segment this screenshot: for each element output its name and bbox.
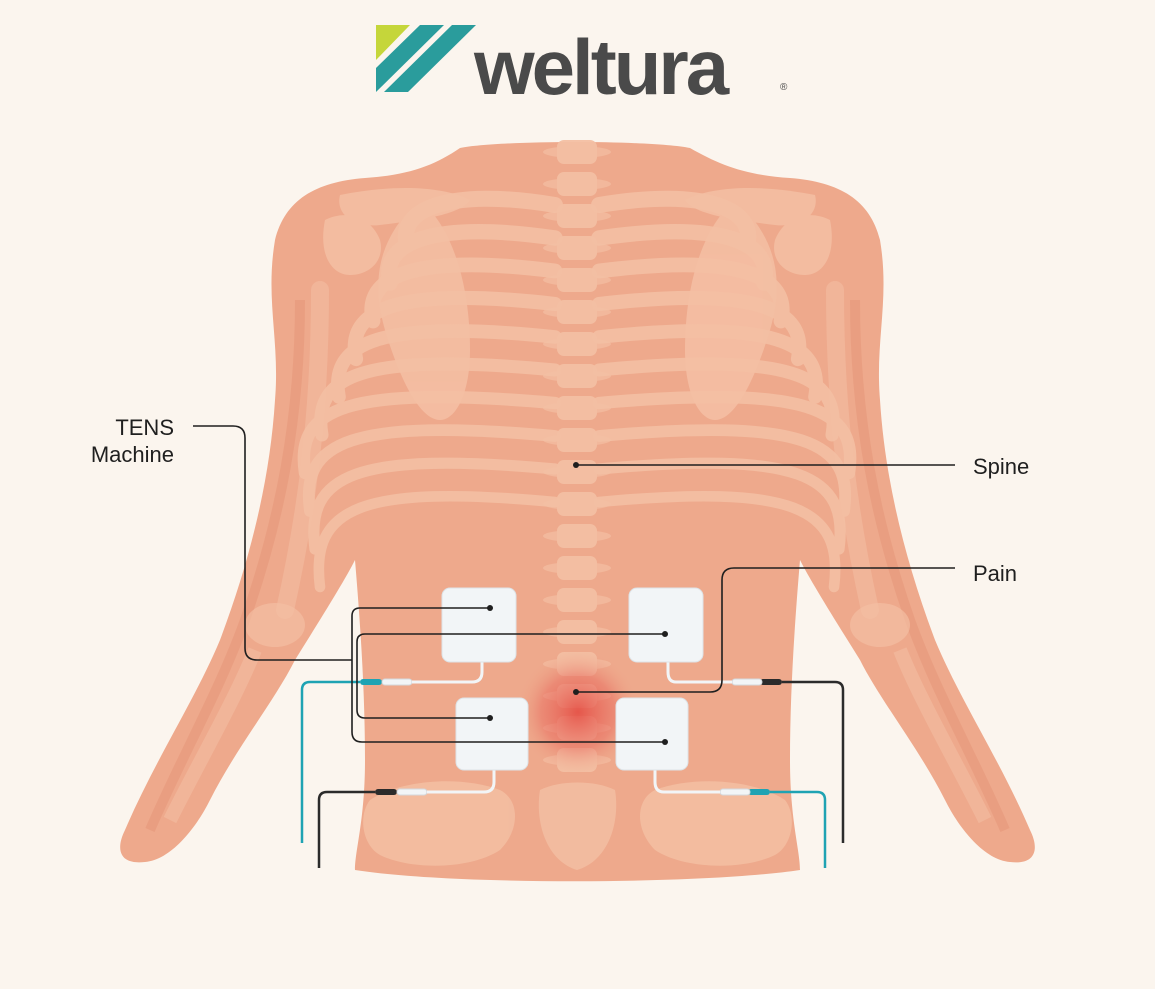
rib [591, 190, 757, 253]
vertebra-process [543, 370, 611, 382]
rib [591, 290, 807, 367]
vertebra-process [543, 338, 611, 350]
label-pain: Pain [973, 561, 1018, 586]
vertebra-process [543, 274, 611, 286]
pain-area [516, 650, 640, 774]
vertebra-process [543, 530, 611, 542]
label-tens-line1: TENS [115, 415, 174, 440]
vertebra-process [543, 498, 611, 510]
rib [308, 457, 561, 555]
vertebra-process [543, 594, 611, 606]
brand-wordmark: weltura [474, 23, 729, 111]
electrode-pad-top-left [441, 587, 517, 663]
rib [593, 424, 851, 517]
vertebra-process [543, 562, 611, 574]
callout-dots [487, 462, 668, 745]
pelvis-illustration [363, 781, 792, 870]
electrode-pads [441, 587, 704, 771]
vertebra-process [543, 306, 611, 318]
electrode-pad-bottom-left [455, 697, 529, 771]
weltura-logo-mark [376, 25, 476, 92]
vertebra-process [543, 210, 611, 222]
electrode-pad-bottom-right [615, 697, 689, 771]
registered-mark: ® [780, 82, 788, 93]
rib [347, 290, 563, 367]
rib [297, 390, 562, 480]
lead-wires [300, 660, 845, 868]
rib [303, 424, 561, 517]
vertebra-process [543, 626, 611, 638]
rib [381, 224, 563, 291]
rib [591, 224, 773, 291]
label-spine: Spine [973, 454, 1030, 479]
vertebra-process [543, 434, 611, 446]
rib [313, 490, 561, 593]
electrode-pad-top-right [628, 587, 704, 663]
label-tens-line2: Machine [90, 442, 174, 467]
label-tens-machine: TENS Machine [91, 414, 174, 468]
rib [592, 390, 857, 480]
vertebra-process [543, 146, 611, 158]
rib [591, 257, 790, 329]
vertebra-process [543, 242, 611, 254]
rib [364, 257, 563, 329]
vertebra-process [543, 466, 611, 478]
rib-cage [297, 190, 857, 593]
vertebra-process [543, 178, 611, 190]
rib [593, 457, 846, 555]
vertebra-process [543, 402, 611, 414]
rib [593, 490, 841, 593]
rib [397, 190, 563, 253]
callout-lines [193, 425, 955, 743]
